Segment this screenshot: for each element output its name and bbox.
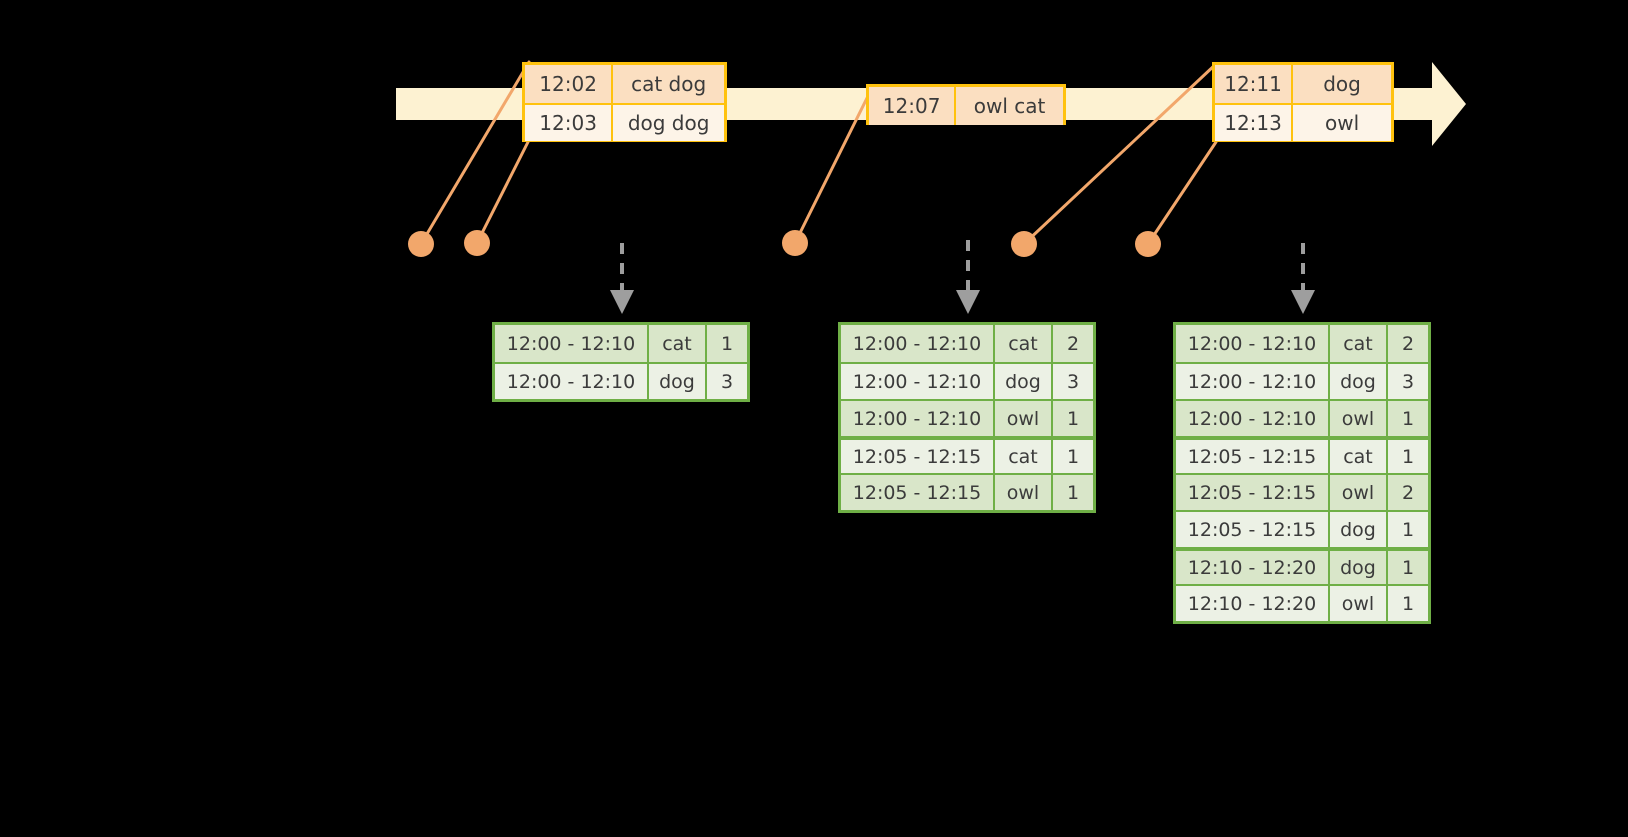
- event-row: 12:13 owl: [1215, 103, 1391, 141]
- cell-key: cat: [993, 325, 1051, 362]
- event-time: 12:03: [525, 105, 614, 141]
- cell-key: dog: [993, 364, 1051, 399]
- event-value: owl: [1324, 111, 1360, 135]
- cell-key: cat: [647, 325, 705, 362]
- table-pointer-arrowheads: [610, 290, 1315, 314]
- event-group-3: 12:11 dog 12:13 owl: [1212, 62, 1394, 142]
- cell-key: dog: [1328, 512, 1386, 547]
- cell-key: dog: [647, 364, 705, 399]
- cell-key: cat: [993, 440, 1051, 473]
- cell-count: 2: [1386, 475, 1428, 510]
- cell-count: 1: [705, 325, 747, 362]
- cell-count: 2: [1051, 325, 1093, 362]
- event-group-2: 12:07 owl cat: [866, 84, 1066, 125]
- cell-key: owl: [993, 475, 1051, 510]
- cell-count: 1: [1051, 475, 1093, 510]
- cell-count: 3: [705, 364, 747, 399]
- cell-window: 12:00 - 12:10: [1176, 364, 1328, 399]
- cell-count: 1: [1386, 551, 1428, 584]
- event-group-1: 12:02 cat dog 12:03 dog dog: [522, 62, 727, 142]
- event-row: 12:07 owl cat: [869, 87, 1063, 125]
- connector-dot-5: [1135, 231, 1161, 257]
- cell-key: owl: [1328, 401, 1386, 436]
- cell-window: 12:05 - 12:15: [841, 475, 993, 510]
- cell-key: dog: [1328, 551, 1386, 584]
- connector-dots: [408, 230, 1161, 257]
- cell-window: 12:00 - 12:10: [1176, 401, 1328, 436]
- cell-count: 1: [1386, 401, 1428, 436]
- cell-count: 1: [1386, 440, 1428, 473]
- cell-window: 12:00 - 12:10: [495, 325, 647, 362]
- event-time: 12:07: [869, 87, 957, 125]
- event-value: dog dog: [627, 111, 710, 135]
- cell-window: 12:05 - 12:15: [1176, 440, 1328, 473]
- event-time: 12:13: [1215, 105, 1294, 141]
- cell-count: 3: [1386, 364, 1428, 399]
- cell-count: 1: [1386, 586, 1428, 621]
- cell-window: 12:00 - 12:10: [841, 401, 993, 436]
- event-value: dog: [1323, 72, 1361, 96]
- cell-count: 1: [1386, 512, 1428, 547]
- connector-dot-4: [1011, 231, 1037, 257]
- cell-key: cat: [1328, 325, 1386, 362]
- cell-key: owl: [1328, 586, 1386, 621]
- table-pointer-arrows: [620, 240, 1305, 292]
- cell-window: 12:05 - 12:15: [1176, 475, 1328, 510]
- cell-window: 12:00 - 12:10: [495, 364, 647, 399]
- event-row: 12:03 dog dog: [525, 103, 724, 141]
- cell-window: 12:10 - 12:20: [1176, 551, 1328, 584]
- cell-window: 12:00 - 12:10: [841, 364, 993, 399]
- cell-key: cat: [1328, 440, 1386, 473]
- cell-key: owl: [1328, 475, 1386, 510]
- connector-dot-2: [464, 230, 490, 256]
- event-time: 12:02: [525, 65, 614, 103]
- cell-window: 12:05 - 12:15: [841, 440, 993, 473]
- cell-key: owl: [993, 401, 1051, 436]
- connector-dot-3: [782, 230, 808, 256]
- event-row: 12:11 dog: [1215, 65, 1391, 103]
- cell-count: 1: [1051, 401, 1093, 436]
- cell-count: 3: [1051, 364, 1093, 399]
- cell-window: 12:00 - 12:10: [1176, 325, 1328, 362]
- event-value: owl cat: [973, 94, 1046, 118]
- cell-count: 1: [1051, 440, 1093, 473]
- cell-window: 12:05 - 12:15: [1176, 512, 1328, 547]
- event-time: 12:11: [1215, 65, 1294, 103]
- cell-key: dog: [1328, 364, 1386, 399]
- event-row: 12:02 cat dog: [525, 65, 724, 103]
- cell-window: 12:00 - 12:10: [841, 325, 993, 362]
- connector-dot-1: [408, 231, 434, 257]
- event-value: cat dog: [631, 72, 707, 96]
- cell-window: 12:10 - 12:20: [1176, 586, 1328, 621]
- cell-count: 2: [1386, 325, 1428, 362]
